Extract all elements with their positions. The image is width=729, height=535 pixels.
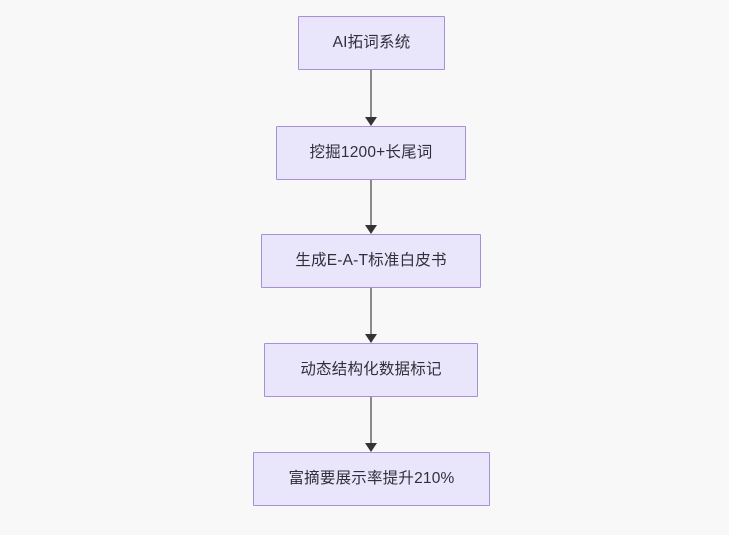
flow-node-label: 挖掘1200+长尾词	[309, 144, 433, 162]
arrow-head-icon	[365, 443, 377, 452]
flow-node-label: 动态结构化数据标记	[300, 361, 442, 379]
connector-line	[370, 180, 373, 226]
flow-node-dynamic-structured-data-markup[interactable]: 动态结构化数据标记	[264, 343, 478, 397]
flow-node-generate-eat-whitepaper[interactable]: 生成E-A-T标准白皮书	[261, 234, 481, 288]
flow-node-label: 生成E-A-T标准白皮书	[295, 252, 447, 270]
connector-line	[370, 397, 373, 444]
flow-node-mine-longtail-keywords[interactable]: 挖掘1200+长尾词	[276, 126, 466, 180]
flow-node-label: AI拓词系统	[332, 34, 411, 52]
connector-line	[370, 70, 373, 118]
arrow-head-icon	[365, 334, 377, 343]
flow-node-ai-keyword-system[interactable]: AI拓词系统	[298, 16, 445, 70]
arrow-head-icon	[365, 225, 377, 234]
flow-node-rich-snippet-impression-lift[interactable]: 富摘要展示率提升210%	[253, 452, 490, 506]
connector-node-1-to-node-2	[365, 70, 377, 126]
connector-node-4-to-node-5	[365, 397, 377, 452]
flow-node-label: 富摘要展示率提升210%	[288, 470, 455, 488]
connector-node-2-to-node-3	[365, 180, 377, 234]
connector-node-3-to-node-4	[365, 288, 377, 343]
arrow-head-icon	[365, 117, 377, 126]
connector-line	[370, 288, 373, 335]
